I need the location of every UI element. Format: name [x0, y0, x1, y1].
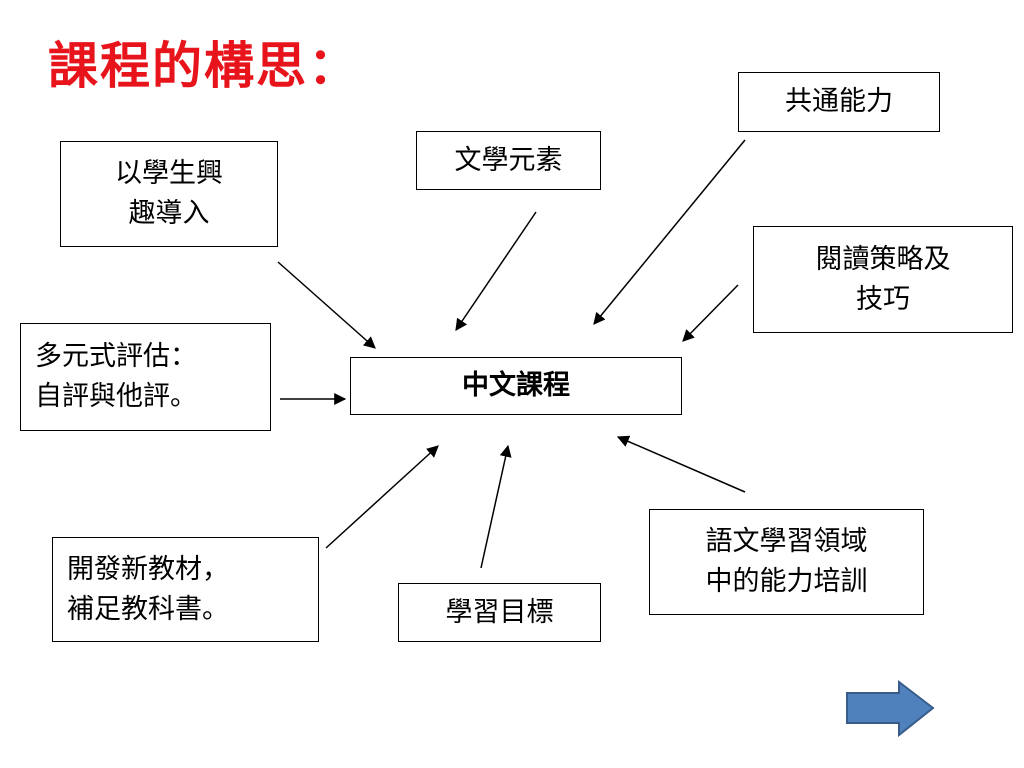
node-assessment-label: 多元式評估： 自評與他評。 [35, 341, 197, 412]
node-literature: 文學元素 [416, 131, 601, 190]
node-interest-label: 以學生興 趣導入 [115, 158, 223, 229]
node-materials-label: 開發新教材， 補足教科書。 [67, 553, 229, 625]
center-node-label: 中文課程 [462, 370, 570, 401]
arrow-literature-to-center [455, 211, 537, 331]
next-slide-button[interactable] [845, 679, 935, 744]
page-title: 課程的構思： [48, 37, 360, 95]
node-ability-training: 語文學習領域 中的能力培訓 [649, 509, 924, 615]
arrow-ability-to-center [616, 435, 746, 493]
arrow-materials-to-center [325, 445, 439, 549]
node-reading-strategy: 閱讀策略及 技巧 [753, 226, 1013, 333]
node-ability-training-label: 語文學習領域 中的能力培訓 [705, 526, 868, 597]
node-literature-label: 文學元素 [454, 144, 563, 176]
arrow-common-to-center [593, 139, 746, 325]
node-objectives-label: 學習目標 [445, 596, 554, 628]
node-assessment: 多元式評估： 自評與他評。 [20, 323, 271, 431]
node-common-ability: 共通能力 [738, 72, 940, 132]
center-node-box: 中文課程 [350, 357, 682, 415]
node-interest: 以學生興 趣導入 [60, 141, 278, 247]
right-arrow-shape [846, 679, 935, 738]
arrow-objectives-to-center [480, 444, 512, 569]
arrow-reading-to-center [682, 284, 739, 342]
node-common-ability-label: 共通能力 [785, 86, 893, 117]
node-reading-strategy-label: 閱讀策略及 技巧 [815, 243, 951, 315]
arrow-interest-to-center [277, 261, 376, 349]
right-arrow-icon [846, 679, 935, 738]
node-objectives: 學習目標 [398, 583, 601, 642]
node-materials: 開發新教材， 補足教科書。 [52, 537, 319, 642]
